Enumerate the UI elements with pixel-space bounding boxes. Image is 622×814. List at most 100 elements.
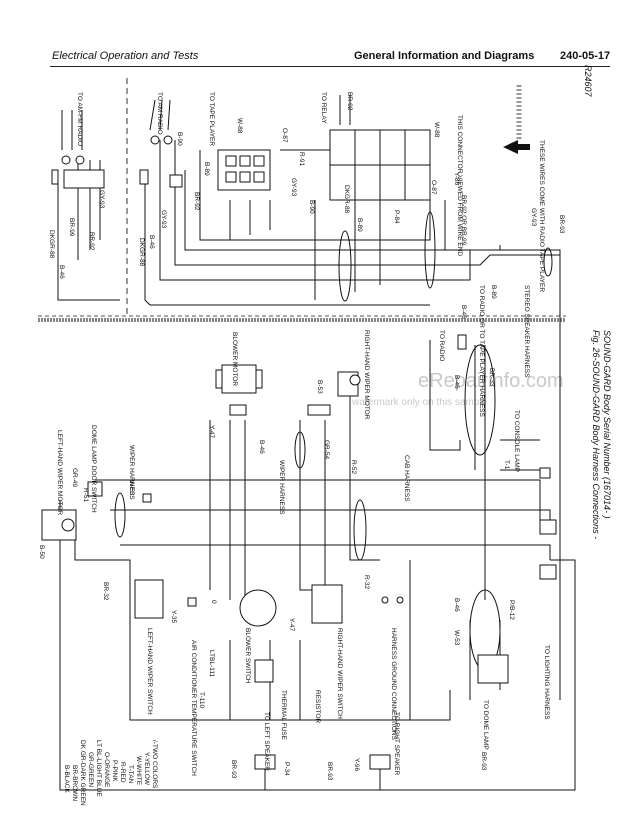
tape-pin-3 [253, 155, 265, 167]
wire-label: P-84 [393, 210, 400, 224]
page-number: 240-05-17 [560, 50, 611, 62]
am-radio-jack-2 [163, 135, 173, 145]
figure-id: R24607 [583, 65, 593, 98]
watermark-subtext: watermark only on this sample [351, 397, 487, 408]
wire-label: DKGR-88 [138, 238, 145, 267]
legend-item: DK GR-DARK GREEN [79, 740, 86, 806]
left-wiper-motor-shaft [61, 518, 75, 532]
tape-pin-4 [225, 171, 237, 183]
ac-temp-switch-icon [187, 597, 197, 607]
tape-pin-6 [253, 171, 265, 183]
wire-label: O-87 [430, 180, 437, 195]
wire-label: B-90 [308, 200, 315, 214]
label-to-lighting-harness: TO LIGHTING HARNESS [543, 645, 550, 720]
label-blower-motor: BLOWER MOTOR [231, 332, 238, 386]
wire-label: BR-93 [326, 762, 333, 781]
wire-label: BR-92 [88, 232, 95, 251]
label-wiper-harness-mid: WIPER HARNESS [278, 460, 285, 515]
wire-label: B-46 [453, 598, 460, 612]
wire-label: GY-93 [160, 210, 167, 229]
caption-line-2: SOUND-GARD Body Serial Number (167014- ) [602, 330, 612, 519]
wire-label: Y-35 [170, 610, 177, 624]
wire-label: BR-32 [102, 582, 109, 601]
right-wiper-connector [307, 404, 331, 416]
tape-pin-1 [225, 155, 237, 167]
wire-label: DKGR-88 [48, 230, 55, 259]
lighting-connector-1 [539, 519, 557, 535]
component-labels: TO AM-FM RADIO TO AM RADIO TO TAPE PLAYE… [56, 65, 593, 776]
label-wires-note: THESE WIRES COME WITH RADIO TAPE PLAYER [538, 140, 545, 292]
wire-label: B-46 [453, 375, 460, 389]
label-resistor: RESISTOR [314, 690, 321, 723]
wire-label: B-46 [148, 235, 155, 249]
blower-switch-icon [239, 589, 277, 627]
label-to-tape-player: TO TAPE PLAYER [208, 92, 215, 146]
label-to-radio-tape: TO RADIO OR TO TAPE PLAYER HARNESS [478, 285, 485, 418]
header-rule [50, 66, 610, 67]
console-lamp-connector [539, 467, 551, 479]
label-to-dome-lamp: TO DOME LAMP [482, 700, 489, 750]
wire-label: W-88 [236, 118, 243, 134]
label-to-right-speaker: TO RIGHT SPEAKER [393, 712, 400, 776]
legend-item: O-ORANGE [103, 752, 110, 788]
wire-labels: DKGR-88 B-46 BR-99 BR-92 GY-93 DKGR-88 B… [38, 92, 565, 781]
blower-motor-icon [221, 364, 257, 394]
wire-label: BR-99 [68, 218, 75, 237]
wire-label: Y-86 [453, 172, 460, 186]
wire-label: BR-92 [193, 192, 200, 211]
legend-item: R-RED [119, 762, 126, 783]
legend-item: P-PINK [111, 760, 118, 782]
am-radio-jack-1 [150, 135, 160, 145]
wire-label: LTBL-111 [208, 650, 215, 677]
arrow-icon [503, 140, 530, 154]
label-left-wiper-switch: LEFT-HAND WIPER SWITCH [146, 628, 153, 715]
ground-connection-1 [381, 596, 389, 604]
label-thermal-fuse: THERMAL FUSE [280, 690, 287, 741]
wire-label: R-32 [363, 575, 370, 589]
wire-label: BR-33 [488, 368, 495, 387]
wire-label: W-88 [433, 122, 440, 138]
radio-connector [63, 169, 105, 189]
lighting-connector-2 [539, 564, 557, 580]
legend-item: B-BLACK [63, 765, 70, 793]
ground-connection-2 [396, 596, 404, 604]
label-dome-lamp-switch: DOME LAMP DOOR SWITCH [90, 425, 97, 513]
wiper-harness-connector [142, 493, 152, 503]
wire-label: B-89 [356, 218, 363, 232]
wire-label: T-110 [198, 692, 205, 709]
wire-label: B-50 [38, 545, 45, 559]
wire-label: W-53 [128, 480, 135, 496]
label-cab-harness: CAB HARNESS [403, 455, 410, 502]
legend-item: /-TWO COLORS [151, 740, 158, 789]
wire-label: B-89 [490, 285, 497, 299]
watermark-text: eRepairinfo.com [418, 370, 564, 392]
wire-label: B-46 [58, 265, 65, 279]
legend-item: LT BL-LIGHT BLUE [95, 740, 102, 797]
radio-plug-left [51, 169, 59, 185]
label-left-wiper-motor: LEFT-HAND WIPER MOTOR [56, 430, 63, 515]
legend-item: BR-BROWN [71, 765, 78, 801]
am-radio-plug [139, 169, 149, 185]
label-to-am-fm-radio: TO AM-FM RADIO [76, 92, 83, 146]
wire-label: P-34 [283, 762, 290, 776]
am-radio-connector [169, 174, 183, 188]
wire-label: O-87 [281, 128, 288, 143]
wire-label: Y-96 [353, 758, 360, 772]
wire-label: R-51 [82, 488, 89, 502]
wire-label: 0 [210, 600, 217, 604]
caption-line-1: Fig. 26-SOUND-GARD Body Harness Connecti… [591, 330, 601, 539]
wire-label: BR-93 [230, 760, 237, 779]
wire-label: GR-49 [71, 468, 78, 488]
resistor-icon [254, 659, 274, 683]
label-to-console-lamp: TO CONSOLE LAMP [513, 410, 520, 472]
left-speaker-connector [254, 754, 276, 770]
wire-label: BR-92 [346, 92, 353, 111]
label-ac-temp-switch: AIR CONDITIONER TEMPERATURE SWITCH [190, 640, 197, 776]
wire-label: BR-93 [558, 215, 565, 234]
radio-jack-1 [61, 155, 71, 165]
wire-label: B-46 [258, 440, 265, 454]
wire-label: GY-93 [290, 178, 297, 197]
label-harness-ground: HARNESS GROUND CONNECTIONS [390, 628, 397, 741]
legend-item: Y-YELLOW [143, 752, 150, 786]
